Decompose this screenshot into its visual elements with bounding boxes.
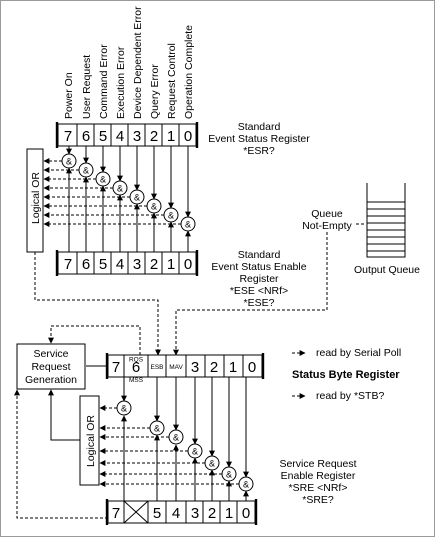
stb-bit-7: 7 [112, 359, 120, 376]
esr-bit-3: 3 [133, 128, 141, 145]
bit-label-user-request: User Request [81, 55, 93, 119]
ese-bit-6: 6 [82, 256, 90, 273]
stb-bit-3: 3 [191, 359, 199, 376]
and-gate-1: & [66, 157, 72, 167]
ese-bit-5: 5 [99, 256, 107, 273]
bit-label-request-control: Request Control [166, 43, 178, 119]
bit-label-execution-error: Execution Error [115, 46, 127, 119]
stb-bit-2: 2 [210, 359, 218, 376]
sre-caption: Service Request Enable Register *SRE <NR… [279, 458, 356, 506]
esr-bit-2: 2 [150, 128, 158, 145]
esr-bit-5: 5 [99, 128, 107, 145]
and-gate-4: & [117, 184, 123, 194]
sre-and-gate-2: & [154, 424, 160, 434]
sre-bit-1: 1 [225, 505, 233, 522]
and-gate-2: & [83, 166, 89, 176]
bit-label-query-error: Query Error [149, 64, 161, 119]
sre-bit-3: 3 [191, 505, 199, 522]
queue-not-empty-line1: Queue [311, 208, 343, 220]
sre-and-gates: & & & & & & & [99, 377, 254, 501]
and-gate-6: & [151, 202, 157, 212]
logical-or-upper: Logical OR [26, 148, 44, 253]
srg-line3: Generation [25, 374, 77, 386]
logical-or-lower: Logical OR [79, 395, 100, 486]
status-byte-register: 7 RQS 6 MSS ESB MAV 3 2 1 0 [105, 353, 265, 384]
srg-line2: Request [31, 361, 70, 373]
and-gate-3: & [100, 175, 106, 185]
sre-and-gate-7: & [243, 480, 249, 490]
esr-caption-line1: Standard [238, 121, 281, 133]
sre-and-gate-1: & [121, 404, 127, 414]
ese-register: 7 6 5 4 3 2 1 0 [55, 250, 199, 276]
output-queue: Output Queue [354, 183, 420, 276]
and-gate-7: & [168, 211, 174, 221]
esr-bit-7: 7 [64, 128, 72, 145]
esr-register: 7 6 5 4 3 2 1 0 [55, 122, 199, 148]
service-request-generation: Service Request Generation [16, 343, 86, 390]
logical-or-upper-label: Logical OR [30, 172, 42, 224]
ese-caption-line4: *ESE <NRf> [230, 285, 288, 297]
sre-caption-line2: Enable Register [281, 470, 356, 482]
ese-bit-7: 7 [64, 256, 72, 273]
and-gate-5: & [134, 193, 140, 203]
sre-bit-2: 2 [208, 505, 216, 522]
queue-not-empty-line2: Not-Empty [302, 220, 352, 232]
ese-caption-line3: Register [239, 273, 279, 285]
sre-register: 7 5 4 3 2 1 0 [105, 499, 258, 525]
sre-bit-7: 7 [112, 505, 120, 522]
esr-caption: Standard Event Status Register *ESR? [208, 121, 310, 157]
ese-caption-line5: *ESE? [244, 297, 275, 309]
esr-bit-1: 1 [167, 128, 175, 145]
esr-caption-line2: Event Status Register [208, 133, 310, 145]
stb-title: Status Byte Register [292, 369, 400, 381]
stb-bit-0: 0 [248, 359, 256, 376]
sre-caption-line4: *SRE? [302, 494, 334, 506]
ese-caption-line1: Standard [238, 249, 281, 261]
sre-caption-line1: Service Request [279, 458, 356, 470]
and-gate-8: & [185, 220, 191, 230]
sre-and-gate-3: & [173, 433, 179, 443]
logical-or-lower-label: Logical OR [85, 415, 97, 467]
stb-bit-6: 6 [132, 359, 140, 376]
bit-label-device-dependent-error: Device Dependent Error [132, 6, 144, 119]
legend: read by Serial Poll Status Byte Register… [292, 347, 401, 402]
ese-bit-3: 3 [133, 256, 141, 273]
esr-bit-0: 0 [184, 128, 192, 145]
queue-not-empty: Queue Not-Empty [173, 207, 366, 356]
esr-bit-4: 4 [116, 128, 124, 145]
srg-line1: Service [33, 348, 68, 360]
or-to-srg [48, 389, 80, 441]
bit-label-operation-complete: Operation Complete [183, 25, 195, 119]
sre-bit-0: 0 [242, 505, 250, 522]
ese-bit-4: 4 [116, 256, 124, 273]
esr-and-gates: & & & & & & & & [43, 146, 196, 252]
ese-bit-1: 1 [167, 256, 175, 273]
esr-caption-line3: *ESR? [243, 145, 275, 157]
sre-and-gate-5: & [209, 459, 215, 469]
rqs-to-srg [48, 325, 141, 355]
bit-label-power-on: Power On [63, 72, 75, 119]
sre-and-gate-4: & [192, 447, 198, 457]
ese-bit-0: 0 [184, 256, 192, 273]
ese-caption-line2: Event Status Enable [211, 261, 306, 273]
esr-bit-labels: Power On User Request Command Error Exec… [63, 6, 195, 119]
sre-caption-line3: *SRE <NRf> [289, 482, 348, 494]
sre-readback [14, 389, 108, 519]
stb-mav: MAV [169, 364, 183, 371]
sre-bit-4: 4 [172, 505, 180, 522]
stb-rqs: RQS [129, 357, 144, 364]
bit-label-command-error: Command Error [98, 44, 110, 119]
stb-esb: ESB [150, 364, 163, 371]
stb-bit-1: 1 [229, 359, 237, 376]
sre-bit-5: 5 [153, 505, 161, 522]
sre-and-gate-6: & [226, 470, 232, 480]
ese-caption: Standard Event Status Enable Register *E… [211, 249, 306, 309]
stb-mss: MSS [129, 377, 144, 384]
esr-bit-6: 6 [82, 128, 90, 145]
legend-serial-poll: read by Serial Poll [316, 347, 401, 359]
ese-bit-2: 2 [150, 256, 158, 273]
legend-stb-query: read by *STB? [316, 390, 384, 402]
output-queue-label: Output Queue [354, 264, 420, 276]
